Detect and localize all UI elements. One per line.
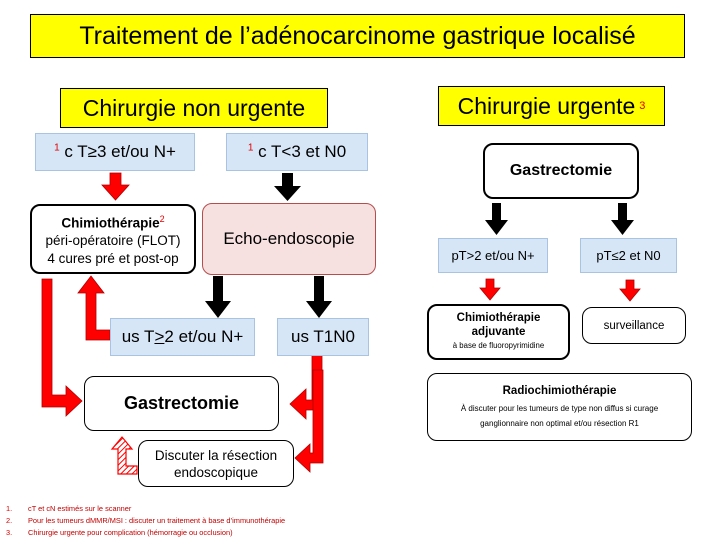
chimio-title: Chimiothérapie (61, 215, 160, 231)
black-arrow-echo-to-ust2 (205, 276, 231, 318)
radio-title: Radiochimiothérapie (502, 384, 617, 397)
black-arrow-echo-to-ust1n0 (306, 276, 332, 318)
us-t2-content: us T>2 et/ou N+ (122, 327, 244, 347)
box-gastrectomie-right: Gastrectomie (483, 143, 639, 199)
box-ct-lt3-n0: 1 c T<3 et N0 (226, 133, 368, 171)
box-pt-gt2: pT>2 et/ou N+ (438, 238, 548, 273)
us-t2-post: 2 et/ou N+ (164, 327, 244, 346)
chimio-adj-line3: à base de fluoropyrimidine (452, 341, 545, 350)
box-gastrectomie-left: Gastrectomie (84, 376, 279, 431)
box-ct3-sup: 1 (54, 142, 60, 154)
box-pt-le2: pT≤2 et N0 (580, 238, 677, 273)
us-t1n0-text: us T1N0 (291, 327, 355, 346)
box-us-t1n0: us T1N0 (277, 318, 369, 356)
box-chimiotherapie: Chimiothérapie2 péri-opératoire (FLOT) 4… (30, 204, 196, 274)
footnote-1-text: cT et cN estimés sur le scanner (28, 504, 132, 513)
chimio-sup: 2 (159, 213, 165, 224)
red-arrow-ptgt2-to-chimio (479, 278, 501, 301)
box-discuter: Discuter la résection endoscopique (138, 440, 294, 487)
box-echo-endoscopie: Echo-endoscopie (202, 203, 376, 275)
red-arrow-ptle2-to-surveillance (619, 279, 641, 302)
black-arrow-gastrectomie-to-ptgt2 (485, 203, 508, 235)
surveillance-text: surveillance (603, 319, 665, 332)
footnote-2-text: Pour les tumeurs dMMR/MSI : discuter un … (28, 516, 286, 525)
radio-line2: ganglionnaire non optimal et/ou résectio… (480, 418, 639, 428)
black-arrow-ct-to-echo (274, 173, 301, 201)
header-non-urgent: Chirurgie non urgente (60, 88, 328, 128)
header-non-urgent-text: Chirurgie non urgente (82, 94, 306, 121)
footnote-1-number: 1. (6, 504, 13, 513)
footnote-3-number: 3. (6, 528, 13, 537)
box-ct3-content: 1 c T≥3 et/ou N+ (54, 142, 176, 162)
header-urgent-sup: 3 (639, 100, 646, 112)
hatched-arrow-discuter-to-gastrectomie (110, 436, 138, 475)
box-us-t2: us T>2 et/ou N+ (110, 318, 255, 356)
gastrectomie-left-text: Gastrectomie (123, 393, 240, 413)
red-arrow-ct3-to-chimio (101, 172, 130, 201)
box-radiochimiotherapie: Radiochimiothérapie À discuter pour les … (427, 373, 692, 441)
echo-text: Echo-endoscopie (223, 229, 355, 248)
gastrectomie-right-text: Gastrectomie (509, 162, 613, 179)
red-arrow-ust2-to-chimio (77, 275, 111, 341)
box-ct3-text: c T≥3 et/ou N+ (59, 142, 176, 161)
footnote-3-text: Chirurgie urgente pour complication (hém… (28, 528, 233, 537)
box-ct-lt3-sup: 1 (247, 142, 254, 154)
page-title: Traitement de l’adénocarcinome gastrique… (30, 14, 685, 58)
us-t2-pre: us T (121, 327, 155, 346)
us-t2-under: > (154, 327, 165, 346)
discuter-line2: endoscopique (173, 464, 259, 480)
box-chimio-adjuvante: Chimiothérapie adjuvante à base de fluor… (427, 304, 570, 360)
footnote-2: 2. Pour les tumeurs dMMR/MSI : discuter u… (6, 515, 706, 527)
red-arrow-ust1n0-to-discuter (294, 369, 324, 473)
chimio-line2: 4 cures pré et post-op (47, 251, 179, 267)
page-title-text: Traitement de l’adénocarcinome gastrique… (79, 21, 636, 50)
pt-gt2-text: pT>2 et/ou N+ (451, 248, 535, 263)
pt-le2-text: pT≤2 et N0 (596, 248, 661, 263)
chimio-adj-line1: Chimiothérapie (456, 312, 541, 324)
footnote-3: 3. Chirurgie urgente pour complication (h… (6, 527, 706, 539)
black-arrow-gastrectomie-to-ptle2 (611, 203, 634, 235)
box-ct-lt3-content: 1 c T<3 et N0 (248, 142, 346, 162)
red-arrow-chimio-to-gastrectomie (41, 278, 83, 417)
footnote-2-number: 2. (6, 516, 13, 525)
chimio-title-line: Chimiothérapie2 (61, 210, 164, 233)
box-ct-lt3-text: c T<3 et N0 (253, 142, 347, 161)
chimio-line1: péri-opératoire (FLOT) (45, 233, 181, 249)
header-urgent-text: Chirurgie urgente (457, 92, 636, 119)
discuter-line1: Discuter la résection (154, 447, 278, 463)
radio-line1: À discuter pour les tumeurs de type non … (460, 403, 659, 413)
footnotes: 1. cT et cN estimés sur le scanner 2. Pour… (6, 503, 706, 539)
chimio-adj-line2: adjuvante (471, 326, 526, 338)
box-surveillance: surveillance (582, 307, 686, 344)
footnote-1: 1. cT et cN estimés sur le scanner (6, 503, 706, 515)
box-ct3-or-n: 1 c T≥3 et/ou N+ (35, 133, 195, 171)
